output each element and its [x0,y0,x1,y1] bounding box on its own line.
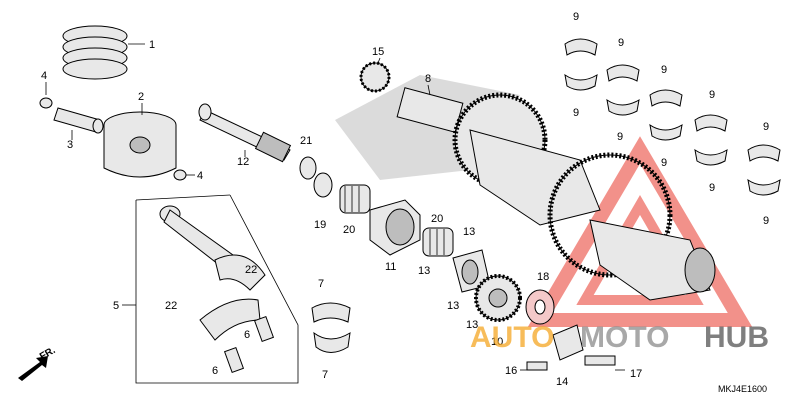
drawing-code: MKJ4E1600 [718,384,767,394]
front-arrow: FR. [18,345,58,381]
callout-7a: 7 [318,278,324,290]
watermark-moto: MOTO [580,321,669,354]
callout-21: 21 [300,135,312,147]
needle-bearing-upper [339,184,371,214]
callout-11: 11 [385,261,396,273]
piston [103,111,177,178]
conrod-assembly-frame [135,194,299,384]
callout-9j: 9 [763,215,769,227]
conrod-bearing-lower [313,331,351,353]
conrod-cap [199,298,261,341]
leader-lines [45,57,625,371]
gear-15 [359,61,391,93]
watermark-hub: HUB [704,321,769,354]
drive-hub [369,199,421,256]
gear-10 [474,274,522,322]
callout-2: 2 [138,91,144,103]
piston-pin-clip-right [173,169,187,181]
callout-9d: 9 [617,131,623,143]
main-bearings [564,38,781,196]
callout-20b: 20 [431,213,443,225]
bolt-17 [584,355,616,366]
callout-4b: 4 [197,170,203,182]
callout-7b: 7 [322,369,328,381]
callout-10: 10 [491,336,503,348]
callout-13a: 13 [463,226,475,238]
front-marker: FR. [38,345,58,363]
callout-8: 8 [425,73,431,85]
callout-22b: 22 [165,300,177,312]
callout-9g: 9 [709,89,715,101]
conrod-bolt-lower [223,346,245,374]
callout-9e: 9 [661,64,667,76]
watermark-auto: AUTO [470,321,554,354]
callout-5: 5 [113,300,119,312]
piston-pin-clip-left [39,97,53,109]
bolt-16 [526,361,548,371]
callout-13d: 13 [466,319,478,331]
callout-6a: 6 [244,329,250,341]
callout-12: 12 [237,156,249,168]
connecting-rod [159,205,266,291]
callout-17: 17 [630,368,642,380]
bracket-14 [552,324,584,361]
washer-19 [313,172,333,198]
callout-9i: 9 [763,121,769,133]
piston-pin [53,107,104,134]
callout-19: 19 [314,219,326,231]
callout-6b: 6 [212,365,218,377]
needle-bearing-lower [422,227,454,257]
balancer-shaft [198,103,292,163]
crankshaft [396,87,716,301]
callout-14: 14 [556,376,568,388]
callouts: 1 2 3 4 4 5 6 6 7 7 8 11 12 10 13 13 13 … [41,11,769,388]
callout-9a: 9 [573,11,579,23]
callout-9c: 9 [618,37,624,49]
callout-18: 18 [537,271,549,283]
conrod-bolt-upper [253,315,275,343]
callout-16: 16 [505,365,517,377]
callout-4a: 4 [41,70,47,82]
callout-15: 15 [372,46,384,58]
callout-22a: 22 [245,264,257,276]
washer-21 [299,156,317,180]
callout-9b: 9 [573,107,579,119]
callout-20a: 20 [343,224,355,236]
callout-13b: 13 [418,265,430,277]
callout-9f: 9 [661,157,667,169]
callout-9h: 9 [709,182,715,194]
watermark-text: AUTO MOTO HUB [470,321,769,354]
callout-1: 1 [149,39,155,51]
piston-rings [62,25,128,80]
callout-13c: 13 [447,300,459,312]
conrod-bearing-upper [311,302,351,323]
callout-3: 3 [67,139,73,151]
